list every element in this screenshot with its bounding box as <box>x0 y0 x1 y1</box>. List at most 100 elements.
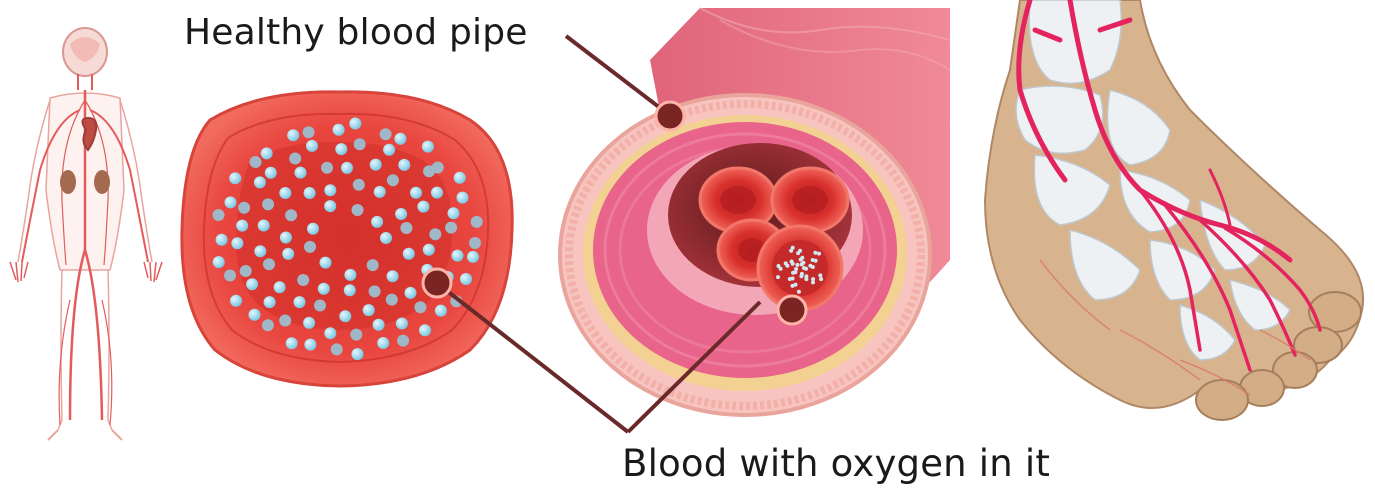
oxygen-dot <box>454 172 466 184</box>
oxygen-dot <box>398 159 410 171</box>
oxygen-dot <box>363 304 375 316</box>
oxygen-dot <box>400 222 412 234</box>
oxygen-dot <box>799 274 803 278</box>
pointer-dot-rbc <box>778 296 806 324</box>
oxygen-dot <box>350 329 362 341</box>
oxygen-dot <box>263 258 275 270</box>
oxygen-dot <box>798 249 802 253</box>
oxygen-dot <box>457 192 469 204</box>
oxygen-dot <box>265 167 277 179</box>
oxygen-dot <box>817 252 821 256</box>
oxygen-dot <box>262 198 274 210</box>
oxygen-dot <box>387 174 399 186</box>
oxygen-dot <box>320 257 332 269</box>
oxygen-dot <box>339 310 351 322</box>
oxygen-dot <box>216 234 228 246</box>
oxygen-dot <box>431 187 443 199</box>
oxygen-dot <box>333 124 345 136</box>
oxygen-dot <box>236 220 248 232</box>
oxygen-dot <box>262 319 274 331</box>
oxygen-dot <box>254 245 266 257</box>
oxygen-dot <box>354 138 366 150</box>
oxygen-dot <box>307 223 319 235</box>
oxygen-dot <box>795 263 799 267</box>
human-circulatory-system-icon <box>10 28 162 440</box>
oxygen-dot <box>419 324 431 336</box>
oxygen-dot <box>229 172 241 184</box>
oxygen-dot <box>374 186 386 198</box>
oxygen-dot <box>285 209 297 221</box>
oxygen-dot <box>352 348 364 360</box>
oxygen-dot <box>397 335 409 347</box>
oxygen-dot <box>422 141 434 153</box>
oxygen-dot <box>324 327 336 339</box>
oxygen-dot <box>238 202 250 214</box>
leader-line-healthy-pipe <box>566 36 668 114</box>
oxygen-dot <box>304 339 316 351</box>
oxygen-dot <box>225 196 237 208</box>
oxygen-dot <box>304 187 316 199</box>
oxygen-dot <box>294 296 306 308</box>
oxygen-dot <box>460 273 472 285</box>
oxygen-dot <box>452 250 464 262</box>
oxygen-dot <box>791 246 795 250</box>
label-healthy-blood-pipe: Healthy blood pipe <box>184 12 528 53</box>
oxygen-dot <box>403 248 415 260</box>
oxygen-dot <box>423 244 435 256</box>
oxygen-dot <box>811 280 815 284</box>
oxygen-dot <box>289 153 301 165</box>
oxygen-dot <box>794 267 798 271</box>
oxygen-dot <box>469 237 481 249</box>
oxygen-dot <box>791 284 795 288</box>
oxygen-dot <box>295 167 307 179</box>
oxygen-dot <box>801 261 805 265</box>
oxygen-dot <box>380 128 392 140</box>
oxygen-dot <box>324 184 336 196</box>
oxygen-dot <box>387 270 399 282</box>
oxygen-dot <box>417 201 429 213</box>
oxygen-dot <box>448 207 460 219</box>
oxygen-dot <box>324 200 336 212</box>
oxygen-dot <box>423 165 435 177</box>
oxygen-dot <box>804 277 808 281</box>
oxygen-dot <box>414 301 426 313</box>
oxygen-dot <box>213 256 225 268</box>
oxygen-dot <box>249 309 261 321</box>
oxygen-dot <box>318 283 330 295</box>
oxygen-dot <box>306 140 318 152</box>
oxygen-dot <box>349 118 361 130</box>
oxygen-dot <box>335 143 347 155</box>
oxygen-dot <box>371 216 383 228</box>
oxygen-dot <box>788 277 792 281</box>
oxygen-dot <box>213 209 225 221</box>
oxygen-dot <box>261 147 273 159</box>
oxygen-dot <box>410 187 422 199</box>
oxygen-dot <box>303 317 315 329</box>
oxygen-dot <box>800 256 804 260</box>
oxygen-dot <box>370 159 382 171</box>
red-blood-cell <box>772 168 848 232</box>
blood-cell-with-oxygen-icon <box>182 92 512 386</box>
oxygen-dot <box>790 260 794 264</box>
oxygen-dot <box>435 305 447 317</box>
oxygen-dot <box>395 208 407 220</box>
oxygen-dot <box>776 275 780 279</box>
oxygen-dot <box>373 319 385 331</box>
oxygen-dot <box>819 277 823 281</box>
oxygen-dot <box>352 204 364 216</box>
oxygen-dot <box>386 294 398 306</box>
pointer-dot-cell <box>423 269 451 297</box>
oxygen-dot <box>279 187 291 199</box>
oxygen-dot <box>287 129 299 141</box>
oxygen-dot <box>353 179 365 191</box>
oxygen-dot <box>279 315 291 327</box>
oxygen-dot <box>304 241 316 253</box>
oxygen-dot <box>341 162 353 174</box>
oxygen-dot <box>297 274 309 286</box>
oxygen-dot <box>804 267 808 271</box>
oxygen-dot <box>394 133 406 145</box>
oxygen-dot <box>240 265 252 277</box>
oxygen-dot <box>331 343 343 355</box>
oxygen-dot <box>224 270 236 282</box>
